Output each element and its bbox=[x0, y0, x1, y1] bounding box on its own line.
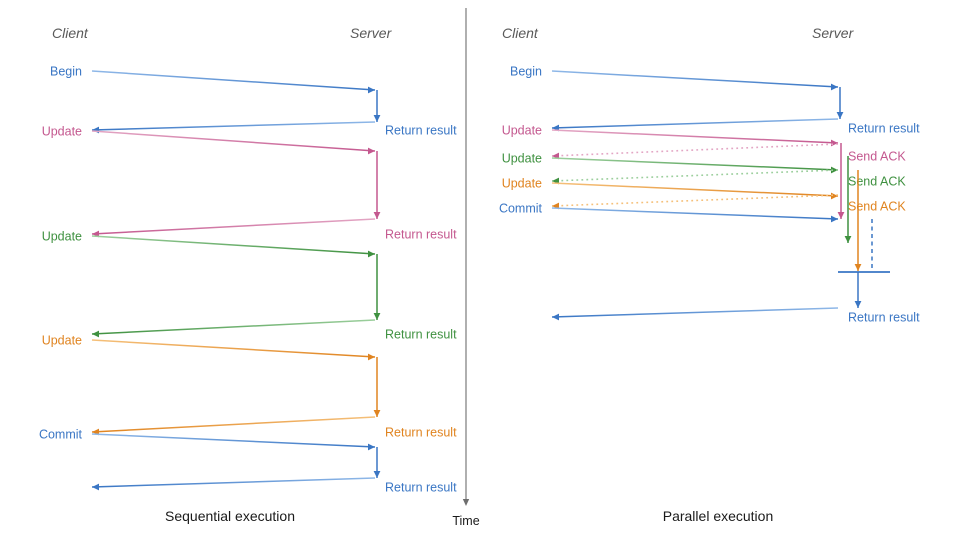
left-message-label-1: Return result bbox=[385, 124, 457, 138]
left-activation-arrowhead-4 bbox=[373, 471, 381, 478]
left-arrowhead-8 bbox=[368, 443, 375, 451]
right-message-line-0 bbox=[551, 70, 839, 88]
left-panel-caption: Sequential execution bbox=[165, 508, 295, 524]
right-activation-arrowhead-5 bbox=[854, 301, 862, 308]
right-server-role-label: Server bbox=[812, 25, 855, 41]
left-message-label-0: Begin bbox=[50, 65, 82, 79]
left-arrowhead-4 bbox=[368, 250, 375, 258]
right-client-role-label: Client bbox=[502, 25, 539, 41]
right-message-line-1 bbox=[551, 118, 839, 129]
left-message-line-8 bbox=[91, 433, 376, 448]
left-activation-arrowhead-0 bbox=[373, 115, 381, 122]
right-message-label-4: Update bbox=[502, 152, 542, 166]
time-axis-arrowhead bbox=[462, 499, 470, 506]
left-activation-arrowhead-2 bbox=[373, 313, 381, 320]
right-arrowhead-6 bbox=[831, 192, 838, 200]
right-message-line-4 bbox=[551, 157, 839, 171]
left-message-line-4 bbox=[91, 235, 376, 255]
left-arrowhead-1 bbox=[92, 126, 99, 134]
left-server-role-label: Server bbox=[350, 25, 393, 41]
right-message-line-2 bbox=[551, 129, 839, 144]
left-message-label-5: Return result bbox=[385, 328, 457, 342]
right-message-line-8 bbox=[551, 207, 839, 220]
right-message-label-3: Send ACK bbox=[848, 150, 906, 164]
right-activation-arrowhead-2 bbox=[844, 236, 852, 243]
right-message-line-6 bbox=[551, 182, 839, 197]
left-client-role-label: Client bbox=[52, 25, 89, 41]
left-message-label-3: Return result bbox=[385, 228, 457, 242]
right-message-label-1: Return result bbox=[848, 122, 920, 136]
left-message-line-7 bbox=[91, 416, 376, 433]
left-arrowhead-5 bbox=[92, 330, 99, 338]
right-message-line-3 bbox=[551, 143, 839, 157]
left-arrowhead-6 bbox=[368, 353, 375, 361]
left-message-line-0 bbox=[91, 70, 376, 91]
right-activation-arrowhead-0 bbox=[836, 112, 844, 119]
left-message-line-1 bbox=[91, 121, 376, 131]
right-activation-arrowhead-3 bbox=[854, 264, 862, 271]
left-message-line-3 bbox=[91, 218, 376, 235]
right-message-label-8: Commit bbox=[499, 202, 543, 216]
right-message-label-0: Begin bbox=[510, 65, 542, 79]
right-message-label-2: Update bbox=[502, 124, 542, 138]
left-message-label-7: Return result bbox=[385, 426, 457, 440]
right-message-line-7 bbox=[551, 194, 839, 207]
right-arrowhead-2 bbox=[831, 139, 838, 147]
right-message-label-6: Update bbox=[502, 177, 542, 191]
right-message-line-5 bbox=[551, 169, 839, 182]
left-message-label-8: Commit bbox=[39, 428, 83, 442]
right-panel-caption: Parallel execution bbox=[663, 508, 774, 524]
left-activation-arrowhead-1 bbox=[373, 212, 381, 219]
left-message-label-9: Return result bbox=[385, 481, 457, 495]
left-arrowhead-2 bbox=[368, 147, 375, 155]
left-message-line-9 bbox=[91, 477, 376, 488]
left-message-line-6 bbox=[91, 339, 376, 358]
right-message-label-5: Send ACK bbox=[848, 175, 906, 189]
right-arrowhead-4 bbox=[831, 166, 838, 174]
right-message-line-9 bbox=[551, 307, 839, 318]
right-message-label-7: Send ACK bbox=[848, 200, 906, 214]
left-message-label-6: Update bbox=[42, 334, 82, 348]
left-message-label-4: Update bbox=[42, 230, 82, 244]
right-arrowhead-8 bbox=[831, 215, 838, 223]
left-message-line-5 bbox=[91, 319, 376, 335]
left-activation-arrowhead-3 bbox=[373, 410, 381, 417]
time-axis-label: Time bbox=[452, 514, 479, 528]
time-axis-group bbox=[462, 8, 470, 506]
left-arrowhead-0 bbox=[368, 86, 375, 94]
left-message-line-2 bbox=[91, 130, 376, 152]
right-activation-arrowhead-1 bbox=[837, 212, 845, 219]
right-arrowhead-9 bbox=[552, 313, 559, 321]
right-arrowhead-0 bbox=[831, 83, 838, 91]
right-message-label-9: Return result bbox=[848, 311, 920, 325]
left-arrowhead-9 bbox=[92, 483, 99, 491]
left-message-label-2: Update bbox=[42, 125, 82, 139]
